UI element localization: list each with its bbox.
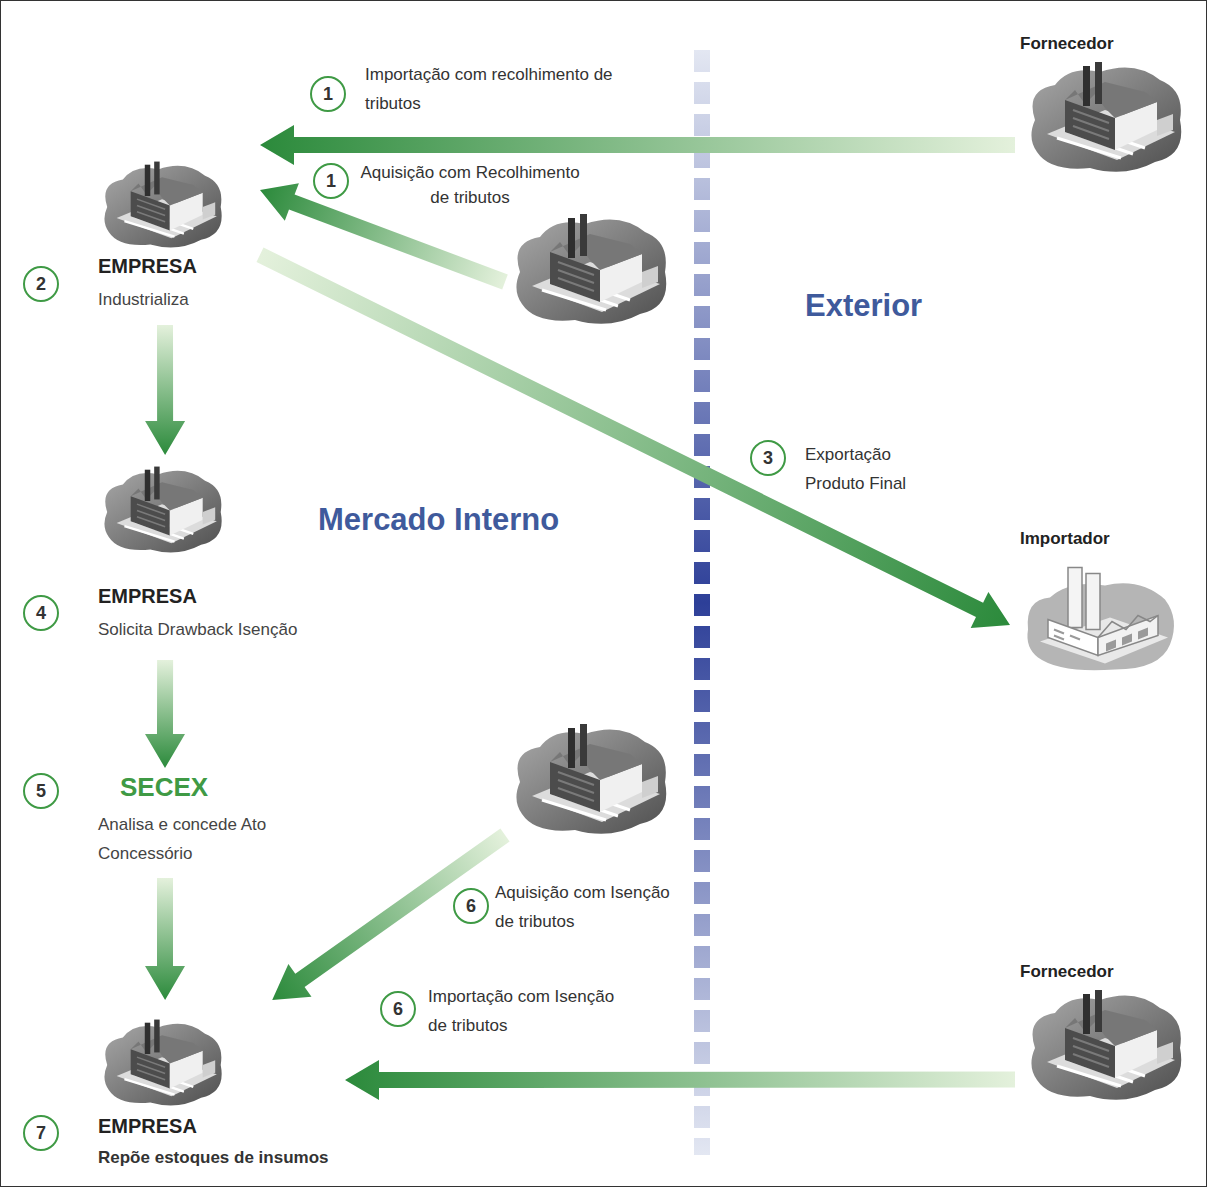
flow-arrow	[257, 248, 1011, 628]
callout-number: 5	[23, 773, 59, 809]
callout-number: 2	[23, 266, 59, 302]
node-body: Analisa e concede Ato Concessório	[98, 810, 268, 868]
importer-node: Importador	[1010, 525, 1195, 680]
factory-icon	[104, 1020, 221, 1106]
factory-icon	[104, 162, 221, 248]
node-heading: EMPRESA	[98, 255, 197, 278]
node-heading: Fornecedor	[1020, 962, 1114, 982]
factory-icon	[516, 724, 666, 834]
node-body: Solicita Drawback Isenção	[98, 620, 297, 640]
edge-label: Importação com Isenção de tributos	[428, 982, 628, 1040]
callout-number: 6	[453, 888, 489, 924]
callout-number: 4	[23, 595, 59, 631]
factory-icon	[104, 467, 221, 553]
node-heading: Importador	[1020, 529, 1110, 549]
company-node: EMPRESA Industrializa	[85, 135, 260, 325]
edge-label: Aquisição com Recolhimento de tributos	[360, 160, 580, 210]
factory-icon	[516, 214, 666, 324]
importer-icon	[1027, 568, 1174, 671]
company-node: EMPRESA Solicita Drawback Isenção	[85, 455, 345, 660]
region-label: Exterior	[805, 288, 922, 324]
supplier-node: Fornecedor	[1015, 30, 1195, 180]
factory-icon	[1031, 62, 1181, 172]
flow-arrow	[145, 325, 185, 455]
company-node: EMPRESA Repõe estoques de insumos	[85, 1000, 345, 1182]
node-body: Repõe estoques de insumos	[98, 1148, 329, 1168]
node-body: Industrializa	[98, 290, 189, 310]
supplier-node: Fornecedor	[1015, 958, 1195, 1110]
edge-label: Aquisição com Isenção de tributos	[495, 878, 675, 936]
secex-node: SECEX Analisa e concede Ato Concessório	[95, 768, 315, 878]
domestic-supplier-node	[505, 720, 675, 842]
flow-arrow	[145, 878, 185, 1000]
callout-number: 7	[23, 1115, 59, 1151]
region-label: Mercado Interno	[318, 502, 559, 538]
node-heading: SECEX	[120, 772, 208, 803]
flow-arrow	[345, 1060, 1015, 1100]
node-heading: EMPRESA	[98, 585, 197, 608]
callout-number: 1	[310, 76, 346, 112]
edge-label: Exportação Produto Final	[805, 440, 955, 498]
domestic-supplier-node	[505, 210, 675, 330]
callout-number: 3	[750, 440, 786, 476]
node-heading: Fornecedor	[1020, 34, 1114, 54]
flow-arrow	[145, 660, 185, 768]
callout-number: 1	[313, 163, 349, 199]
flow-arrow	[272, 829, 509, 1001]
border-divider	[694, 50, 710, 1155]
factory-icon	[1031, 990, 1181, 1100]
node-heading: EMPRESA	[98, 1115, 197, 1138]
callout-number: 6	[380, 991, 416, 1027]
edge-label: Importação com recolhimento de tributos	[365, 60, 615, 118]
